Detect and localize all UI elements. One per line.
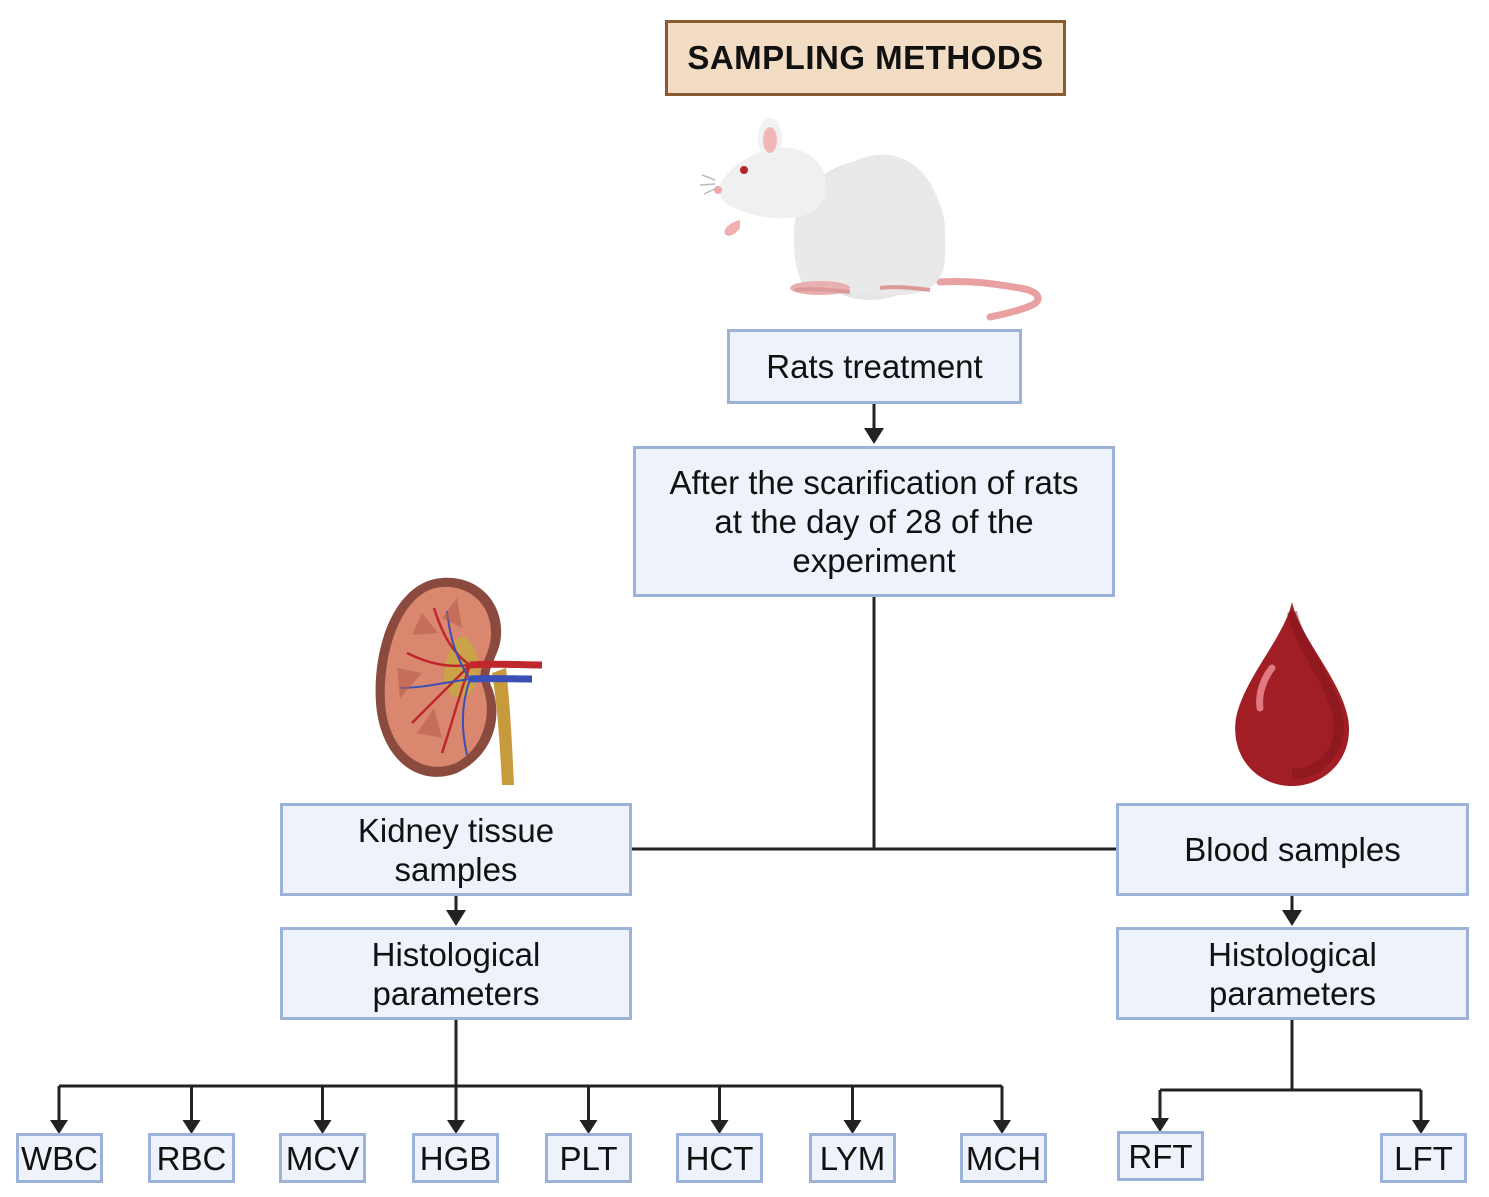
kidney-param-mch: MCH [960, 1133, 1047, 1183]
kidney-histological-box: Histological parameters [280, 927, 632, 1020]
blood-histological-box: Histological parameters [1116, 927, 1469, 1020]
rats-treatment-label: Rats treatment [766, 348, 983, 385]
rats-treatment-box: Rats treatment [727, 329, 1022, 404]
kidney-samples-label: Kidney tissue samples [357, 811, 555, 888]
kidney-samples-box: Kidney tissue samples [280, 803, 632, 896]
blood-drop-icon [1235, 602, 1350, 786]
blood-param-lft: LFT [1380, 1133, 1467, 1183]
after-sacrifice-box: After the scarification of rats at the d… [633, 446, 1115, 597]
diagram-title: SAMPLING METHODS [665, 20, 1066, 96]
kidney-param-wbc: WBC [16, 1133, 103, 1183]
kidney-param-hgb: HGB [412, 1133, 499, 1183]
blood-param-rft: RFT [1117, 1131, 1204, 1181]
kidney-param-mcv: MCV [279, 1133, 366, 1183]
kidney-histological-label: Histological parameters [371, 935, 541, 1012]
kidney-icon [375, 577, 543, 785]
rat-icon [700, 118, 1042, 321]
kidney-param-rbc: RBC [148, 1133, 235, 1183]
after-sacrifice-label: After the scarification of rats at the d… [669, 464, 1079, 579]
blood-histological-label: Histological parameters [1208, 935, 1377, 1012]
blood-samples-box: Blood samples [1116, 803, 1469, 896]
blood-samples-label: Blood samples [1184, 831, 1401, 868]
kidney-param-hct: HCT [676, 1133, 763, 1183]
kidney-param-lym: LYM [809, 1133, 896, 1183]
kidney-param-plt: PLT [545, 1133, 632, 1183]
